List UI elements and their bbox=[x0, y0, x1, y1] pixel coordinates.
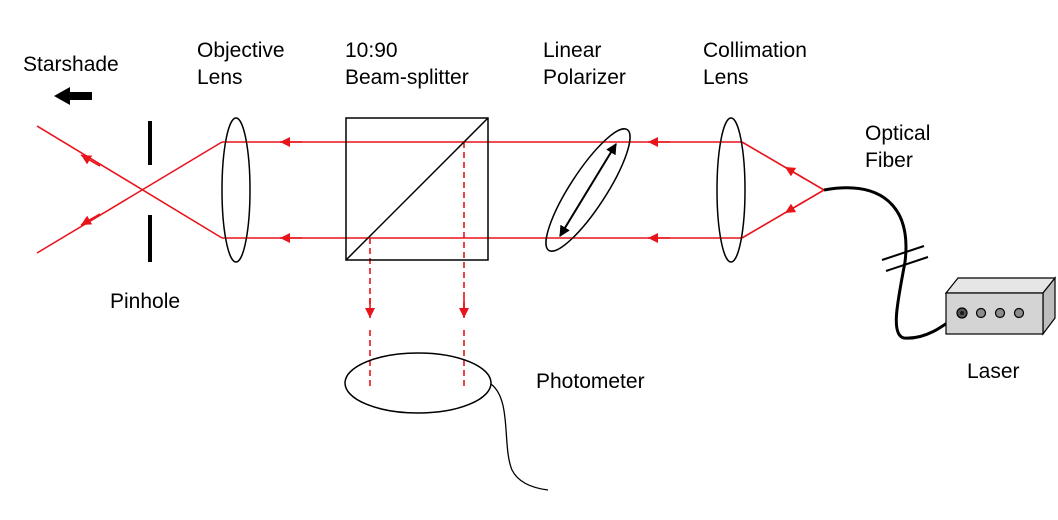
fiber-break-mark bbox=[885, 256, 929, 272]
beam-splitter-diagonal bbox=[345, 117, 489, 261]
laser-source bbox=[944, 276, 1057, 336]
laser-beam-path bbox=[36, 125, 825, 254]
optical-fiber-label: Optical Fiber bbox=[865, 122, 931, 172]
fiber-break-mark bbox=[881, 245, 925, 261]
laser-box-top bbox=[944, 277, 1057, 294]
beam-arrow bbox=[784, 200, 806, 214]
linear-polarizer-label: Linear Polarizer bbox=[543, 39, 626, 89]
collimation-lens bbox=[716, 117, 746, 263]
beam-fiber-upper bbox=[741, 141, 825, 191]
beam-arrow bbox=[80, 213, 101, 226]
beam-splitter-label: 10:90 Beam-splitter bbox=[345, 39, 469, 89]
laser-knob bbox=[994, 307, 1006, 319]
starshade-label: Starshade bbox=[23, 53, 119, 76]
starshade-direction-arrow bbox=[54, 87, 92, 105]
photometer-cable bbox=[490, 383, 549, 491]
reflected-beam-arrows bbox=[365, 298, 469, 318]
objective-lens-label: Objective Lens bbox=[197, 39, 285, 89]
beam-arrow bbox=[784, 166, 806, 180]
laser-aperture bbox=[960, 311, 964, 315]
pinhole-label: Pinhole bbox=[110, 290, 181, 313]
photometer-detector bbox=[344, 352, 492, 414]
linear-polarizer bbox=[545, 128, 631, 252]
beam-fiber-lower bbox=[741, 189, 825, 239]
laser-knob bbox=[975, 307, 987, 319]
beam-focus-crossing-2 bbox=[36, 125, 223, 239]
laser-knob bbox=[1013, 307, 1025, 319]
optical-fiber bbox=[823, 186, 963, 340]
objective-lens bbox=[221, 117, 251, 263]
collimation-lens-label: Collimation Lens bbox=[703, 39, 807, 89]
beam-direction-arrows bbox=[80, 137, 806, 243]
photometer-label: Photometer bbox=[536, 370, 645, 393]
fiber-cable bbox=[823, 186, 963, 340]
beam-splitter-cube bbox=[345, 117, 489, 261]
beam-focus-crossing-1 bbox=[36, 141, 223, 254]
beam-splitter bbox=[345, 117, 489, 261]
polarization-axis-arrow bbox=[559, 143, 617, 237]
photometer bbox=[344, 352, 549, 491]
laser-label: Laser bbox=[967, 360, 1020, 383]
beam-arrow bbox=[80, 154, 101, 167]
